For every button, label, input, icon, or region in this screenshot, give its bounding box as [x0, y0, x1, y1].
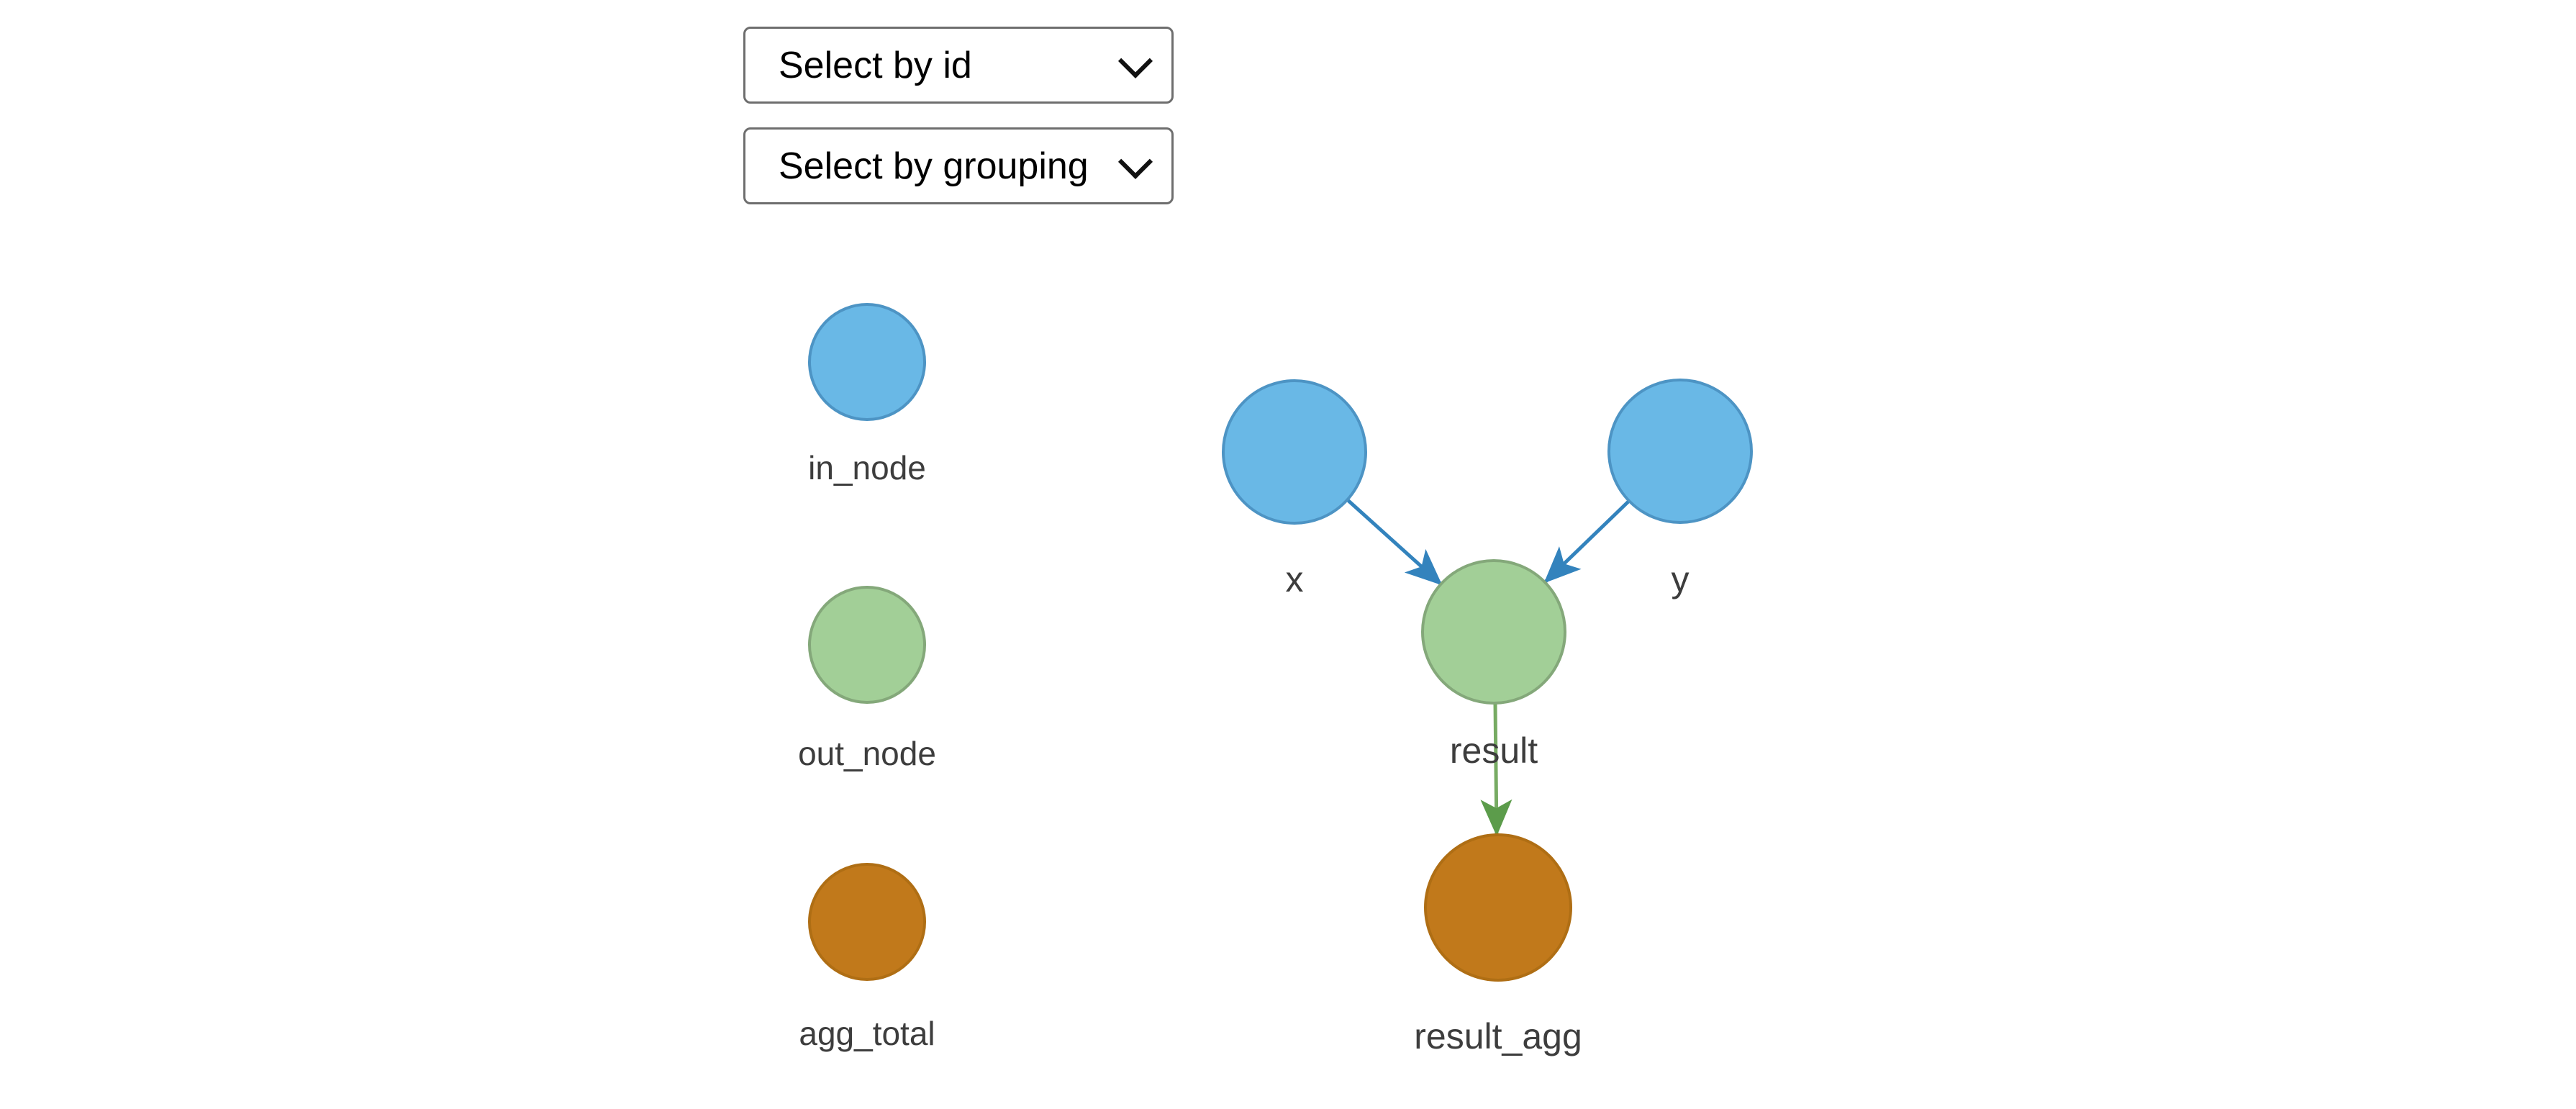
graph-node-x[interactable]: [1222, 379, 1367, 525]
graph-node-y[interactable]: [1607, 379, 1753, 524]
select-by-grouping-wrap: Select by grouping: [743, 127, 1174, 204]
legend: in_node out_node agg_total: [798, 303, 936, 1052]
edge-y-to-result: [1543, 499, 1631, 584]
edge-x-to-result: [1346, 498, 1443, 586]
select-by-id-wrap: Select by id: [743, 27, 1174, 104]
legend-swatch-in-node: [808, 303, 926, 421]
graph-node-x-label: x: [1286, 559, 1304, 599]
select-by-grouping[interactable]: Select by grouping: [743, 127, 1174, 204]
select-by-id[interactable]: Select by id: [743, 27, 1174, 104]
graph-node-result-agg-label: result_agg: [1414, 1016, 1582, 1056]
edge-result-to-result-agg: [1480, 702, 1513, 836]
legend-label-out-node: out_node: [798, 735, 936, 772]
legend-label-in-node: in_node: [808, 449, 926, 486]
graph-node-result-label: result: [1450, 730, 1538, 771]
legend-swatch-agg-total: [808, 863, 926, 981]
graph-node-result[interactable]: [1421, 559, 1566, 705]
legend-label-agg-total: agg_total: [799, 1015, 935, 1052]
graph-nodes: x y result result_agg: [1222, 379, 1753, 1056]
graph-edges: [1346, 498, 1631, 836]
graph-node-result-agg[interactable]: [1424, 833, 1572, 982]
legend-swatch-out-node: [808, 586, 926, 704]
graph-node-y-label: y: [1672, 559, 1690, 599]
